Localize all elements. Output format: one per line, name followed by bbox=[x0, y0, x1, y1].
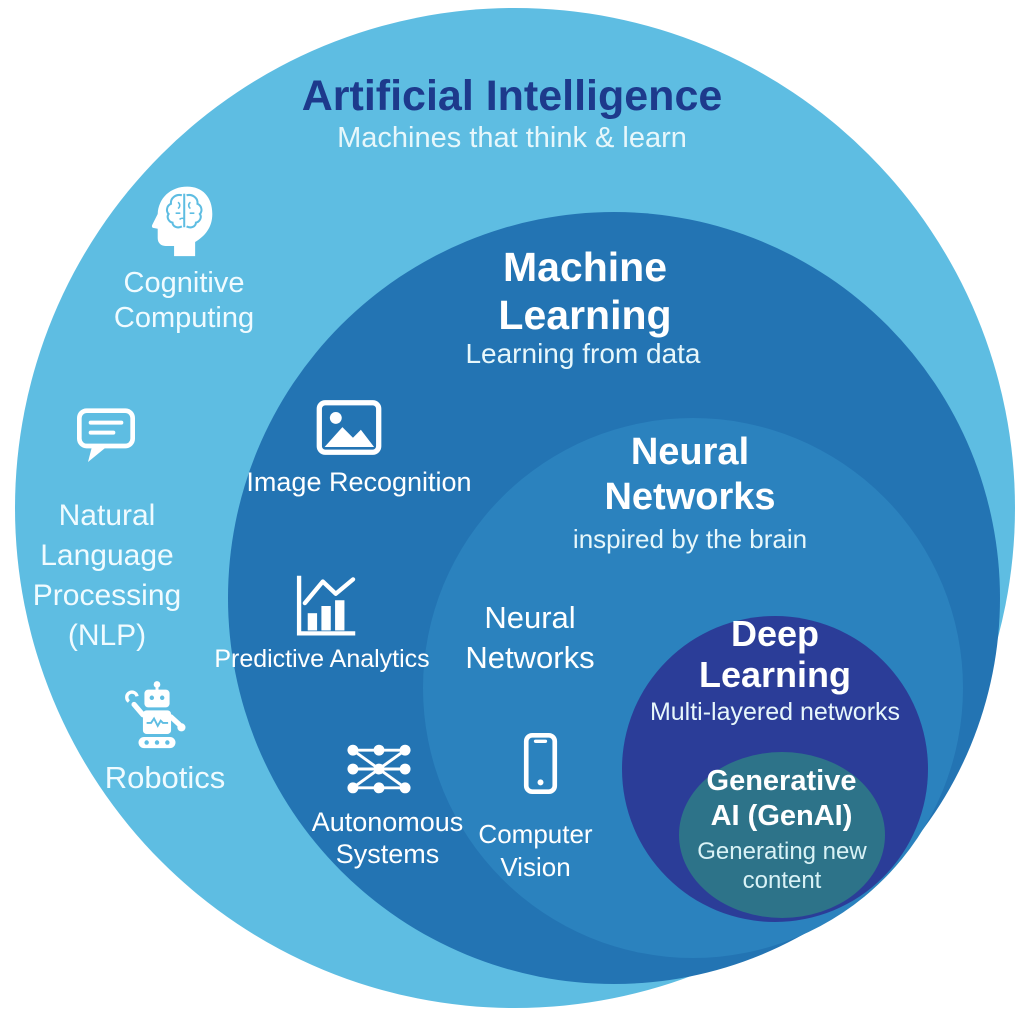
image-icon bbox=[316, 399, 382, 456]
chat-bubble-icon bbox=[72, 406, 140, 466]
generative-ai-ring-title: Generative AI (GenAI) bbox=[706, 765, 857, 832]
ai-ring-title: Artificial Intelligence bbox=[301, 72, 723, 120]
deep-learning-ring-title: Deep Learning bbox=[698, 613, 851, 696]
generative-ai-ring-subtitle: Generating new content bbox=[697, 838, 867, 894]
robotics-label: Robotics bbox=[104, 760, 226, 795]
ai-ring-subtitle: Machines that think & learn bbox=[337, 122, 687, 154]
machine-learning-ring-subtitle: Learning from data bbox=[465, 338, 701, 369]
bar-chart-icon bbox=[289, 570, 361, 642]
neural-networks-ring-title: Neural Networks bbox=[604, 431, 776, 518]
generative-ai-circle bbox=[679, 752, 885, 918]
smartphone-icon bbox=[522, 732, 559, 795]
image-recognition-label: Image Recognition bbox=[246, 467, 472, 497]
nlp-label: Natural Language Processing (NLP) bbox=[32, 499, 182, 652]
autonomous-systems-label: Autonomous Systems bbox=[311, 807, 464, 870]
deep-learning-ring-subtitle: Multi-layered networks bbox=[649, 698, 901, 726]
machine-learning-ring-title: Machine Learning bbox=[498, 244, 672, 338]
network-nodes-icon bbox=[342, 740, 416, 798]
neural-networks-item-label: Neural Networks bbox=[465, 600, 595, 676]
computer-vision-label: Computer Vision bbox=[478, 819, 593, 882]
robot-icon bbox=[120, 680, 194, 754]
neural-networks-ring-subtitle: inspired by the brain bbox=[572, 524, 808, 554]
predictive-analytics-label: Predictive Analytics bbox=[214, 645, 430, 673]
cognitive-computing-label: Cognitive Computing bbox=[113, 267, 255, 334]
brain-head-icon bbox=[146, 182, 224, 260]
